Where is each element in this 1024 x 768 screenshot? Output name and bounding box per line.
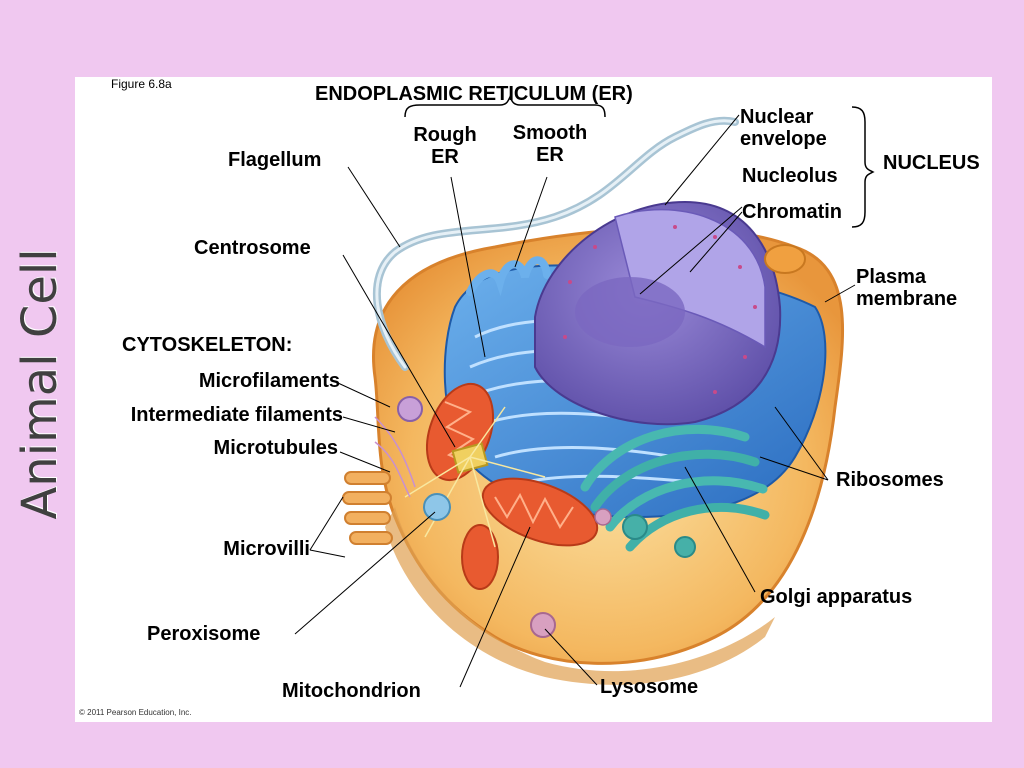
microtubules-label: Microtubules <box>213 437 338 459</box>
slide-title: Animal Cell <box>12 248 68 520</box>
er-header-label: ENDOPLASMIC RETICULUM (ER) <box>315 83 633 105</box>
nucleolus-shape <box>575 277 685 347</box>
golgi-apparatus-label: Golgi apparatus <box>760 586 913 608</box>
flagellum-label: Flagellum <box>228 149 322 171</box>
ribosomes-label: Ribosomes <box>836 469 944 491</box>
er-bracket <box>404 95 606 118</box>
chromatin-label: Chromatin <box>742 201 842 223</box>
lysosome-label: Lysosome <box>600 676 699 698</box>
centrosome-label: Centrosome <box>194 237 311 259</box>
peroxisome-shape <box>423 493 451 521</box>
peroxisome-label: Peroxisome <box>147 623 261 645</box>
nucleus-bracket <box>851 106 875 228</box>
centrosome-shape <box>404 406 546 548</box>
nucleus-label: NUCLEUS <box>883 152 980 174</box>
mitochondrion-label: Mitochondrion <box>282 680 421 702</box>
copyright-notice: © 2011 Pearson Education, Inc. <box>79 708 192 717</box>
diagram-panel: Figure 6.8a <box>75 77 992 722</box>
cytoskeleton-shape <box>374 416 416 498</box>
microfilaments-label: Microfilaments <box>198 370 340 392</box>
nucleus-shape <box>534 200 782 426</box>
microvilli-label: Microvilli <box>223 538 310 560</box>
figure-label: Figure 6.8a <box>111 77 172 91</box>
intermediate-filaments-label: Intermediate filaments <box>130 404 343 426</box>
microvilli-shape <box>342 471 393 545</box>
nucleolus-label: Nucleolus <box>742 165 838 187</box>
lysosome-shape <box>530 612 556 638</box>
leader-lines <box>294 114 856 688</box>
cytoskeleton-label: CYTOSKELETON: <box>122 334 293 356</box>
animal-cell-illustration <box>294 95 875 688</box>
